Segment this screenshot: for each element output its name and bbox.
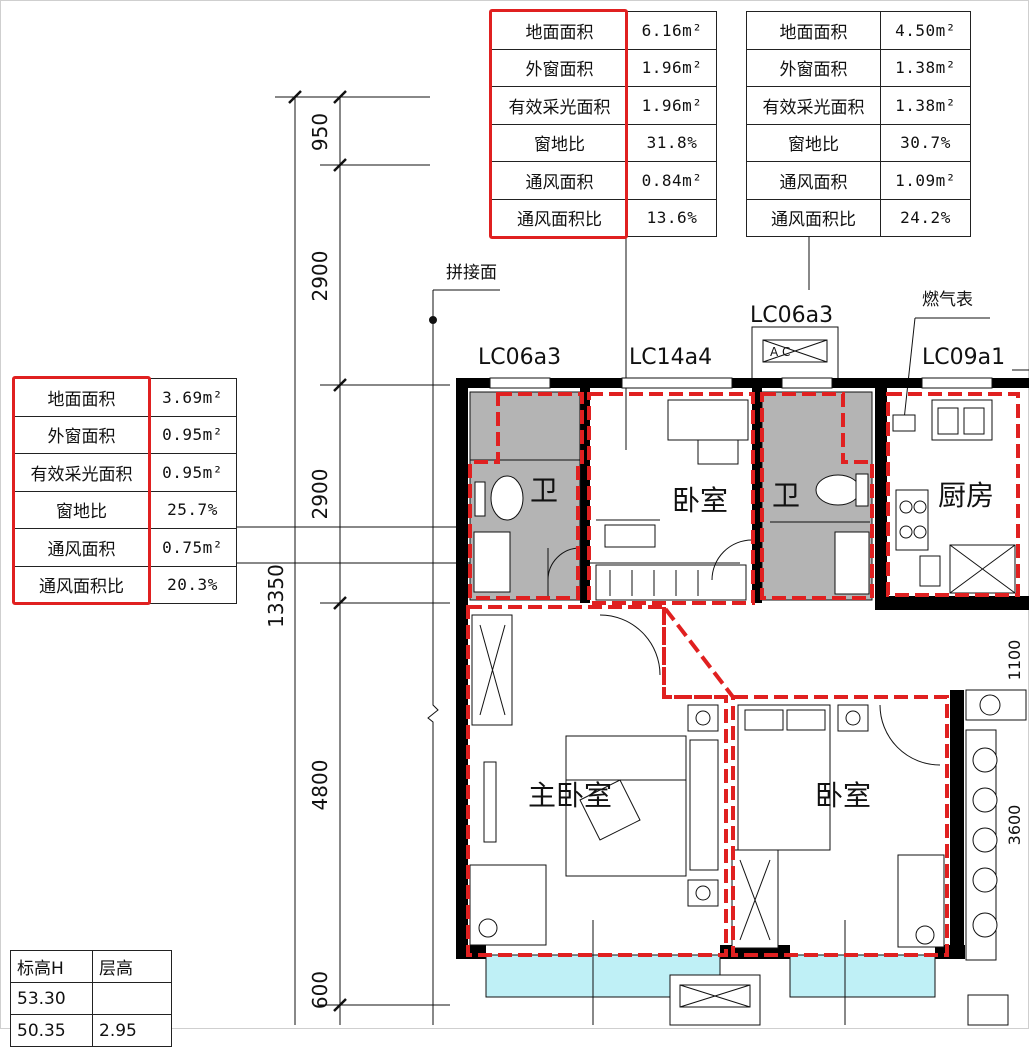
bedroom-bottom-furniture <box>731 704 945 949</box>
dimension-chain <box>150 90 740 1025</box>
row-value: 1.09m² <box>880 161 971 200</box>
level-table: 标高H 层高 53.30 50.35 2.95 <box>10 950 172 1047</box>
row-label: 地面面积 <box>491 11 628 50</box>
row-label: 通风面积 <box>14 528 149 567</box>
row-label: 通风面积比 <box>746 198 881 237</box>
table-row: 53.30 <box>10 982 172 1015</box>
room-bath-left: 卫 <box>530 474 558 507</box>
row-label: 通风面积比 <box>14 565 149 604</box>
table-row: 标高H 层高 <box>10 950 172 983</box>
row-value: 13.6% <box>627 198 717 237</box>
row-value: 30.7% <box>880 123 971 162</box>
window-lc09a1: LC09a1 <box>922 345 1005 370</box>
row-label: 窗地比 <box>14 490 149 529</box>
window-lc06a3-left: LC06a3 <box>478 345 561 370</box>
row-label: 窗地比 <box>746 123 881 162</box>
dim-3600: 3600 <box>1005 805 1024 846</box>
room-kitchen: 厨房 <box>938 479 994 512</box>
row-value: 0.95m² <box>148 415 237 454</box>
dim-1100: 1100 <box>1005 640 1024 681</box>
dim-13350: 13350 <box>264 564 288 628</box>
living-sofa <box>965 689 1027 1026</box>
window-lc06a3-top: LC06a3 <box>750 303 833 328</box>
level-header-floor: 层高 <box>92 950 172 983</box>
row-label: 外窗面积 <box>746 48 881 87</box>
row-value: 0.95m² <box>148 453 237 492</box>
row-value: 1.96m² <box>627 86 717 125</box>
row-value: 20.3% <box>148 565 237 604</box>
ac-box-top <box>751 326 839 380</box>
row-label: 地面面积 <box>14 378 149 417</box>
row-value: 0.75m² <box>148 528 237 567</box>
row-value: 1.96m² <box>627 48 717 87</box>
row-label: 外窗面积 <box>491 48 628 87</box>
window-lc14a4: LC14a4 <box>629 345 712 370</box>
splice-face-label: 拼接面 <box>446 263 497 283</box>
row-label: 通风面积比 <box>491 198 628 237</box>
ac-box-top-label: A C <box>770 345 790 359</box>
row-label: 外窗面积 <box>14 415 149 454</box>
row-value: 1.38m² <box>880 48 971 87</box>
bottom-windows <box>485 920 936 1026</box>
dim-2900-upper: 2900 <box>308 251 332 302</box>
row-label: 通风面积 <box>746 161 881 200</box>
dim-2900-lower: 2900 <box>308 469 332 520</box>
row-label: 有效采光面积 <box>746 86 881 125</box>
table-row: 50.35 2.95 <box>10 1014 172 1047</box>
kitchen-furniture <box>892 399 1016 594</box>
row-label: 窗地比 <box>491 123 628 162</box>
room-master-bedroom: 主卧室 <box>528 779 612 812</box>
row-value: 31.8% <box>627 123 717 162</box>
bathroom-left <box>469 391 581 601</box>
row-label: 有效采光面积 <box>491 86 628 125</box>
row-value: 0.84m² <box>627 161 717 200</box>
highlight-outlines <box>466 392 1020 957</box>
row-value: 3.69m² <box>148 378 237 417</box>
bedroom-top-furniture <box>595 399 753 601</box>
row-label: 地面面积 <box>746 11 881 50</box>
room-bedroom-bottom: 卧室 <box>815 779 871 812</box>
row-value: 1.38m² <box>880 86 971 125</box>
row-value: 4.50m² <box>880 11 971 50</box>
row-value: 25.7% <box>148 490 237 529</box>
dim-600: 600 <box>308 971 332 1009</box>
dim-4800: 4800 <box>308 760 332 811</box>
row-label: 有效采光面积 <box>14 453 149 492</box>
dim-950: 950 <box>308 113 332 151</box>
level-elevation: 50.35 <box>10 1014 93 1047</box>
level-header-elevation: 标高H <box>10 950 93 983</box>
room-bedroom-top: 卧室 <box>672 484 728 517</box>
level-floor-height: 2.95 <box>92 1014 172 1047</box>
gas-meter-label: 燃气表 <box>922 290 973 310</box>
master-bedroom-furniture <box>469 614 719 946</box>
row-value: 6.16m² <box>627 11 717 50</box>
row-value: 24.2% <box>880 198 971 237</box>
level-elevation: 53.30 <box>10 982 93 1015</box>
level-floor-height <box>92 982 172 1015</box>
row-label: 通风面积 <box>491 161 628 200</box>
room-bath-right: 卫 <box>772 479 800 512</box>
